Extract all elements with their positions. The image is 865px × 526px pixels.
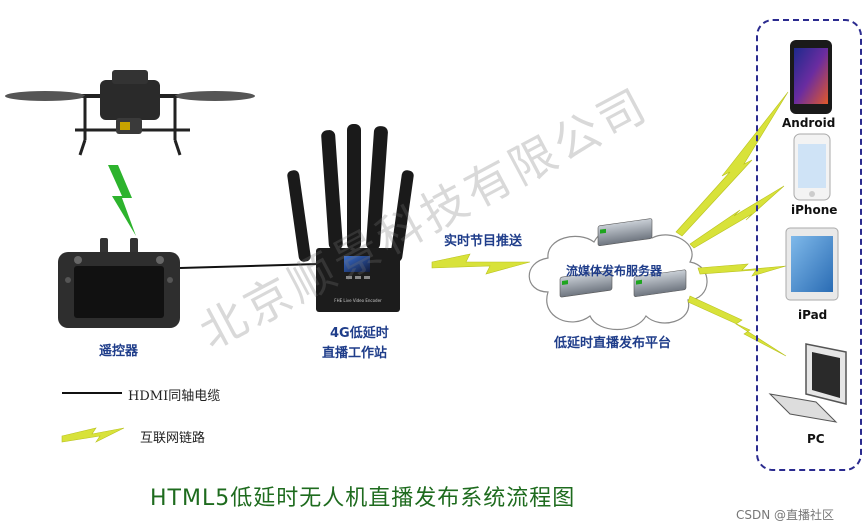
station-label-line1: 4G低延时 [330, 322, 389, 341]
credit-text: CSDN @直播社区 [736, 506, 834, 523]
internet-link-bolt-icon [432, 254, 530, 274]
legend-link-label: 互联网链路 [140, 427, 205, 446]
platform-label: 低延时直播发布平台 [554, 332, 671, 351]
remote-label: 遥控器 [99, 340, 138, 359]
wireless-link-green-icon [108, 165, 136, 236]
encoder-face-text: FHE Live Video Encoder [318, 298, 398, 303]
internet-link-bolt-icon [698, 264, 786, 276]
server-label: 流媒体发布服务器 [566, 262, 662, 279]
legend-cable-label: HDMI同轴电缆 [128, 385, 220, 404]
push-label: 实时节目推送 [444, 230, 522, 249]
internet-link-bolt-icon [676, 92, 788, 236]
client-label-ipad: iPad [798, 308, 827, 322]
internet-link-bolt-icon [690, 186, 784, 248]
iphone-icon [794, 134, 830, 200]
ipad-icon [786, 228, 838, 300]
client-label-iphone: iPhone [791, 203, 837, 217]
client-label-pc: PC [807, 432, 825, 446]
diagram-caption: HTML5低延时无人机直播发布系统流程图 [150, 480, 575, 512]
android-phone-icon [790, 40, 832, 114]
station-label-line2: 直播工作站 [322, 342, 387, 361]
remote-controller-icon [58, 238, 180, 328]
pc-icon [770, 344, 846, 422]
internet-link-bolt-icon [688, 296, 786, 356]
legend-link-swatch-icon [62, 428, 124, 442]
client-label-android: Android [782, 116, 835, 130]
drone-icon [5, 70, 255, 155]
